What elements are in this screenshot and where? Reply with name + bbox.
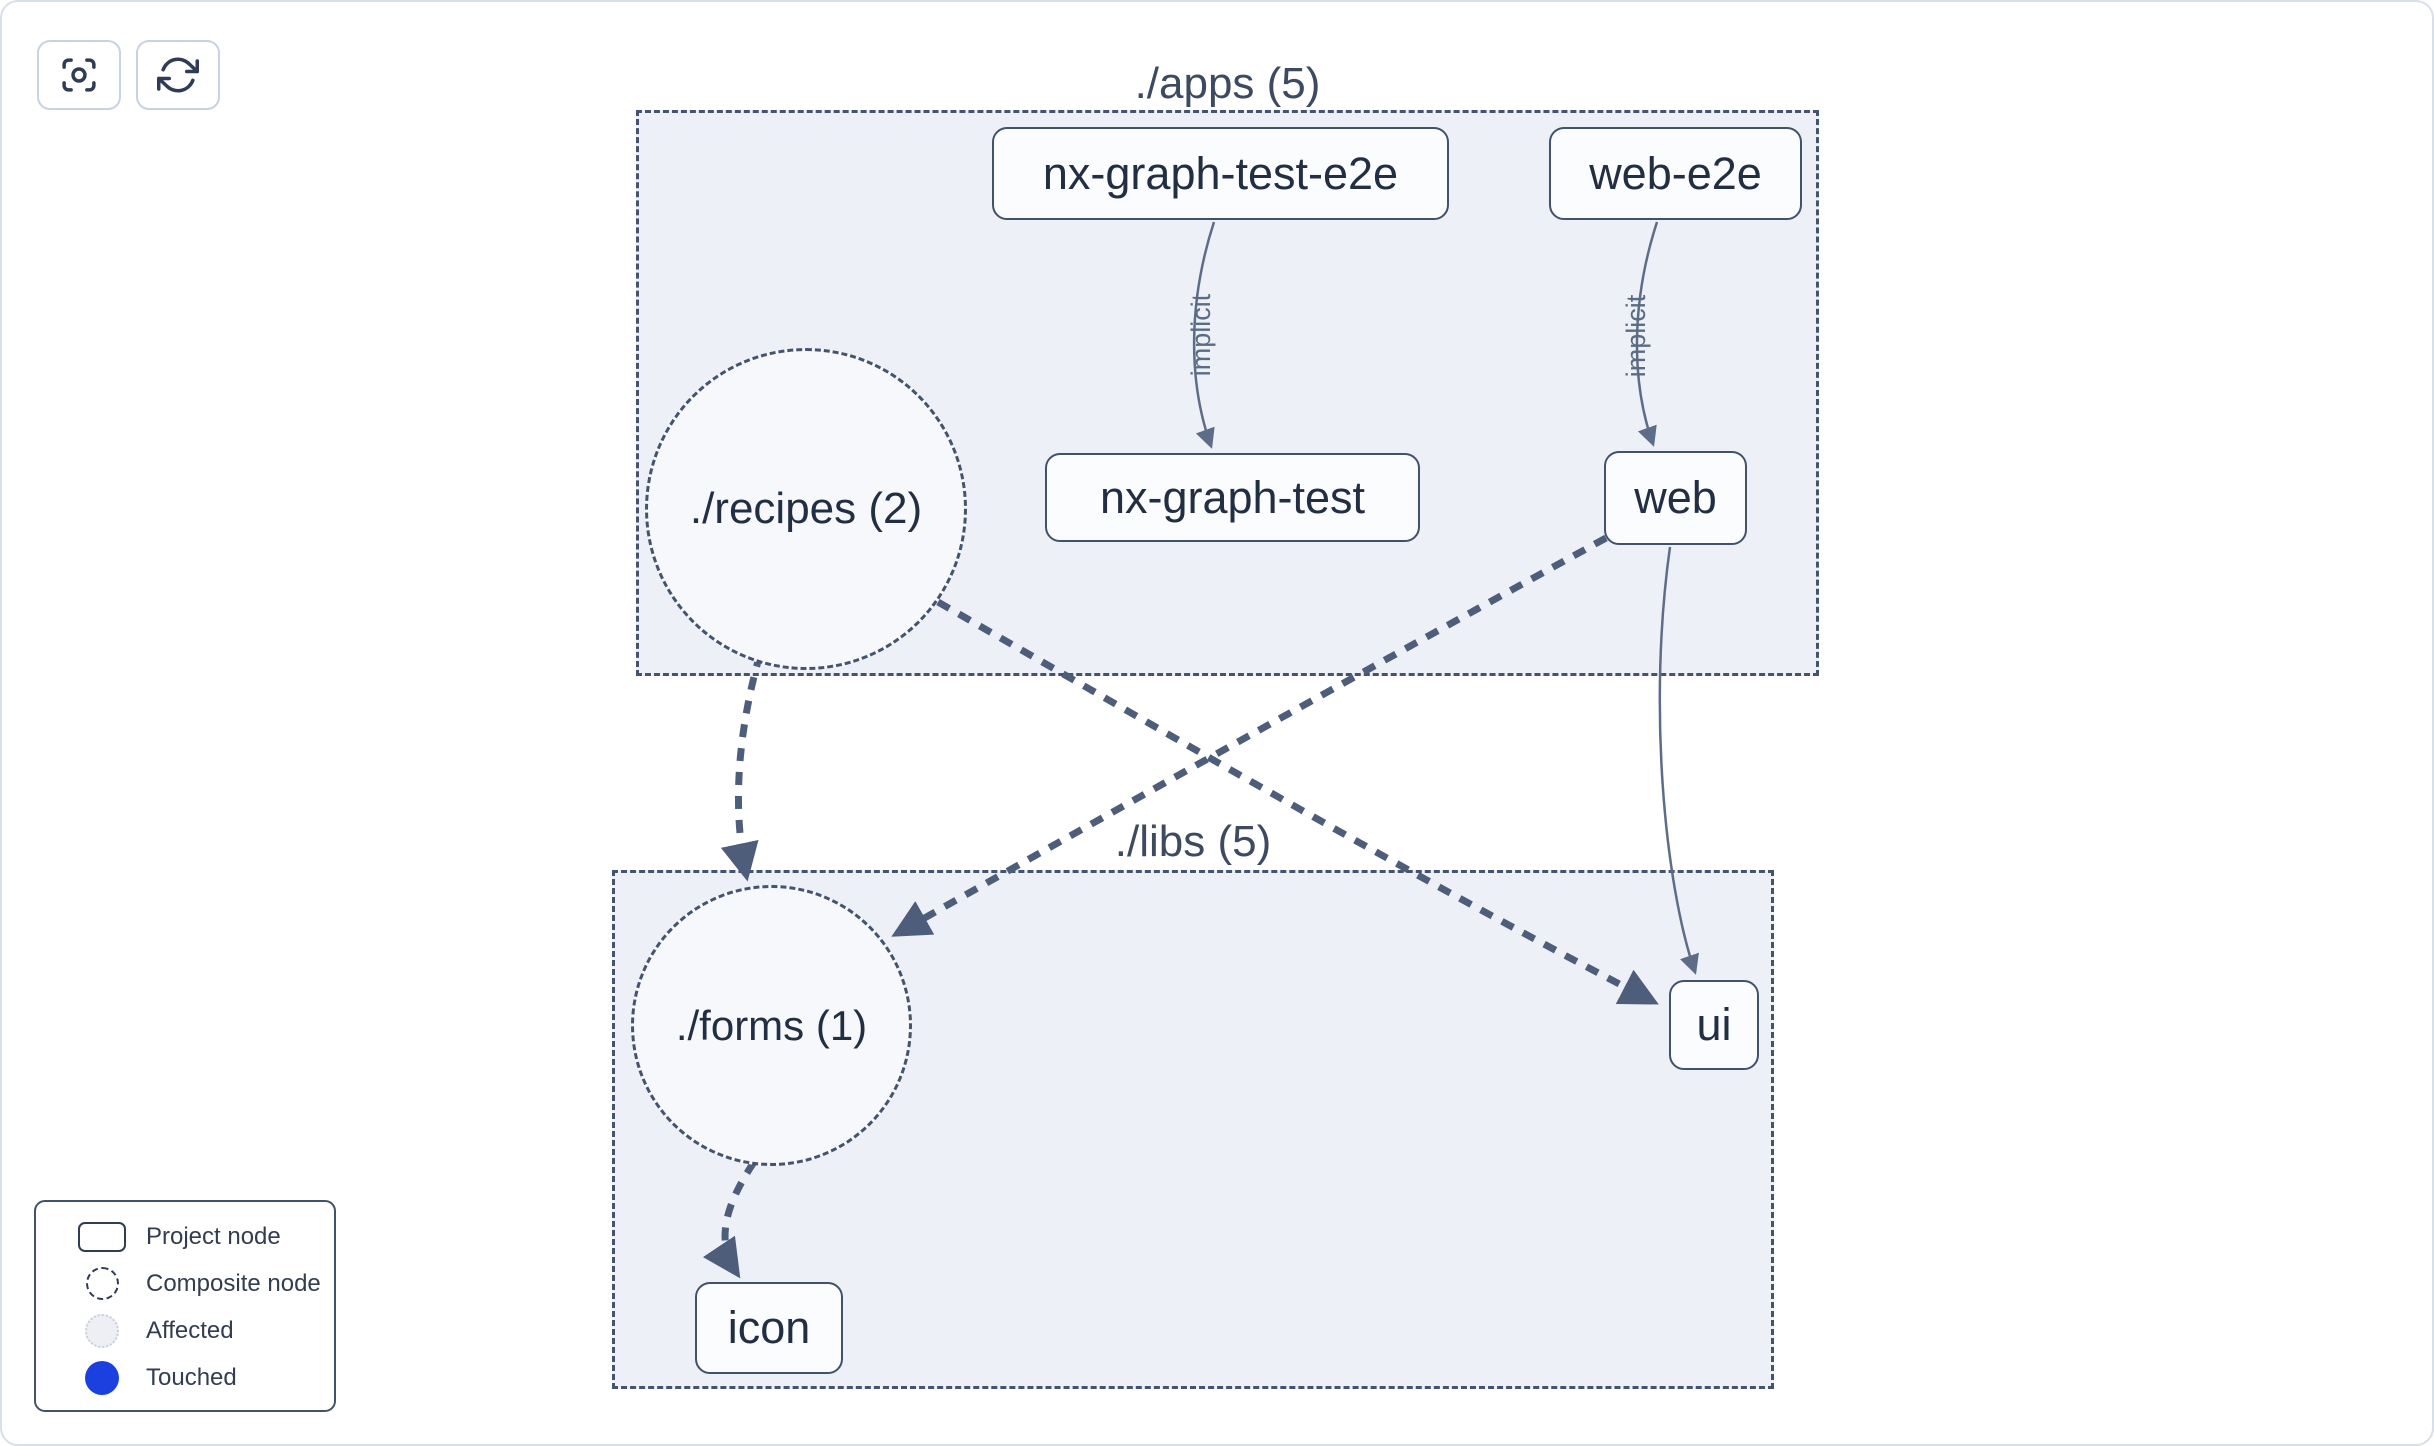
edge-forms-to-icon <box>702 1160 757 1279</box>
node-web-e2e[interactable]: web-e2e <box>1549 127 1802 220</box>
node-nx-graph-test[interactable]: nx-graph-test <box>1045 453 1420 542</box>
edge-label-implicit: implicit <box>1186 293 1216 377</box>
edge-web-e2e-to-web <box>1635 221 1659 447</box>
edge-nx-graph-test-e2e-to-nx-graph-test <box>1192 221 1216 449</box>
legend-row-composite-node: Composite node <box>36 1260 334 1307</box>
toolbar <box>37 40 220 110</box>
legend: Project node Composite node Affected Tou… <box>34 1200 336 1412</box>
refresh-icon <box>157 57 199 93</box>
focus-crosshair-icon <box>62 58 96 92</box>
node-label: icon <box>727 1302 811 1353</box>
refresh-button[interactable] <box>136 40 220 110</box>
node-label: web <box>1634 472 1717 523</box>
composite-node-swatch-icon <box>85 1267 119 1300</box>
legend-row-touched: Touched <box>36 1354 334 1401</box>
node-ui[interactable]: ui <box>1669 980 1759 1070</box>
node-label: web-e2e <box>1589 147 1762 199</box>
edge-recipes-to-forms <box>720 653 764 882</box>
node-label: nx-graph-test <box>1099 471 1366 523</box>
edge-web-to-forms <box>891 534 1608 937</box>
legend-label: Touched <box>146 1363 237 1391</box>
node-nx-graph-test-e2e[interactable]: nx-graph-test-e2e <box>992 127 1449 220</box>
project-node-swatch-icon <box>78 1221 126 1252</box>
legend-label: Affected <box>146 1316 234 1344</box>
node-label: ./recipes (2) <box>689 484 923 533</box>
focus-reset-button[interactable] <box>37 40 121 110</box>
node-web[interactable]: web <box>1604 451 1747 545</box>
touched-swatch-icon <box>85 1360 119 1395</box>
group-apps-label: ./apps (5) <box>1134 59 1321 108</box>
edge-web-to-ui <box>1658 546 1699 975</box>
composite-node-recipes[interactable]: ./recipes (2) <box>645 348 967 670</box>
group-libs-label: ./libs (5) <box>1114 817 1272 866</box>
node-label: ./forms (1) <box>675 1001 868 1049</box>
edge-recipes-to-ui <box>936 598 1659 1005</box>
node-label: nx-graph-test-e2e <box>1042 147 1399 199</box>
edge-label-implicit: implicit <box>1621 294 1651 378</box>
composite-node-forms[interactable]: ./forms (1) <box>631 885 912 1166</box>
legend-row-affected: Affected <box>36 1307 334 1354</box>
node-icon[interactable]: icon <box>695 1282 843 1374</box>
node-label: ui <box>1696 999 1732 1050</box>
legend-label: Project node <box>146 1222 281 1250</box>
legend-row-project-node: Project node <box>36 1213 334 1260</box>
affected-swatch-icon <box>85 1313 119 1348</box>
legend-label: Composite node <box>146 1269 321 1297</box>
